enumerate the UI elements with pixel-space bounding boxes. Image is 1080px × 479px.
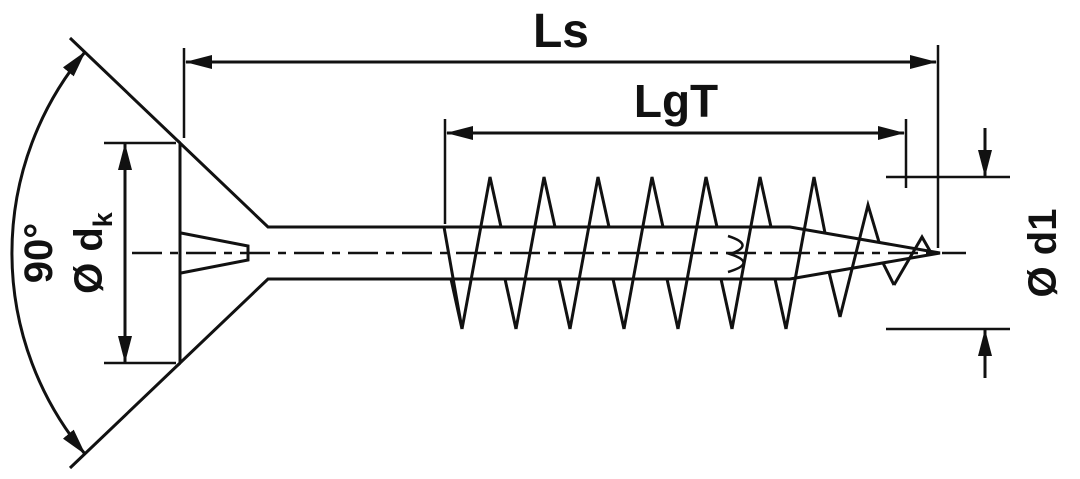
dimension-ls: Ls xyxy=(182,5,940,248)
dimension-angle: 90° xyxy=(10,36,182,470)
lgt-label: LgT xyxy=(634,75,718,127)
angle-line-bottom xyxy=(68,361,182,470)
d1-label: Ø d1 xyxy=(1021,209,1065,298)
screw-head-outline xyxy=(178,139,443,367)
angle-label: 90° xyxy=(17,223,61,284)
dk-label-prefix: Ø d xyxy=(67,227,111,294)
dimension-d1: Ø d1 xyxy=(886,128,1065,378)
dimension-lgt: LgT xyxy=(443,75,908,224)
dk-label-subscript: k xyxy=(88,211,118,227)
thread-profile xyxy=(442,176,932,330)
angle-arc xyxy=(10,51,87,455)
angle-line-top xyxy=(68,36,182,145)
screw-core-outline xyxy=(443,225,941,281)
screw-body xyxy=(132,139,966,367)
dk-label: Ø dk xyxy=(67,211,118,294)
ls-label: Ls xyxy=(533,5,589,58)
